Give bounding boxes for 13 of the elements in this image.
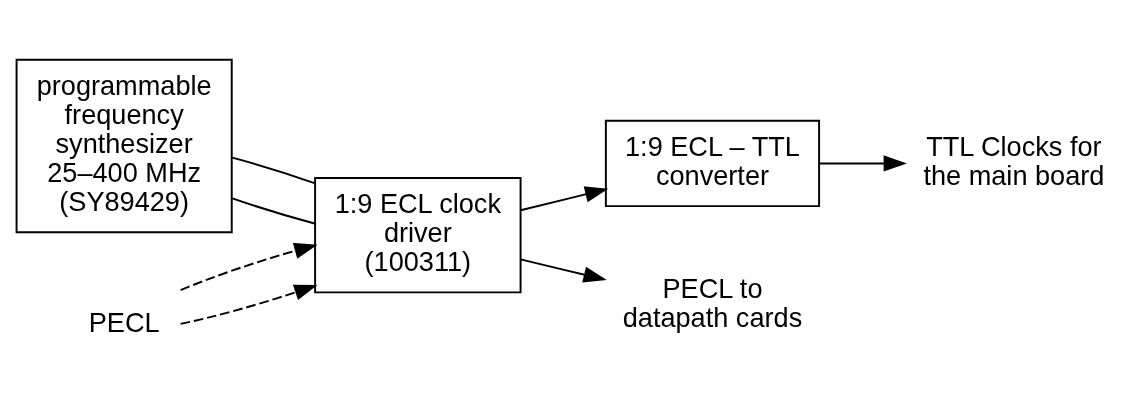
node-box: 1:9 ECL – TTL converter <box>604 119 821 208</box>
node-text: TTL Clocks for the main board <box>923 131 1105 192</box>
connector <box>231 156 316 185</box>
connector <box>231 197 316 225</box>
node-text: PECL to datapath cards <box>622 272 803 333</box>
arrow <box>179 284 318 325</box>
arrow <box>818 155 907 172</box>
node-box: programmable frequency synthesizer 25–400 MHz (SY89429) <box>15 58 233 234</box>
node-box: 1:9 ECL clock driver (100311) <box>314 177 522 294</box>
node-text: PECL <box>88 306 160 338</box>
arrow <box>179 242 318 292</box>
arrow <box>519 186 609 212</box>
arrow <box>519 258 607 283</box>
